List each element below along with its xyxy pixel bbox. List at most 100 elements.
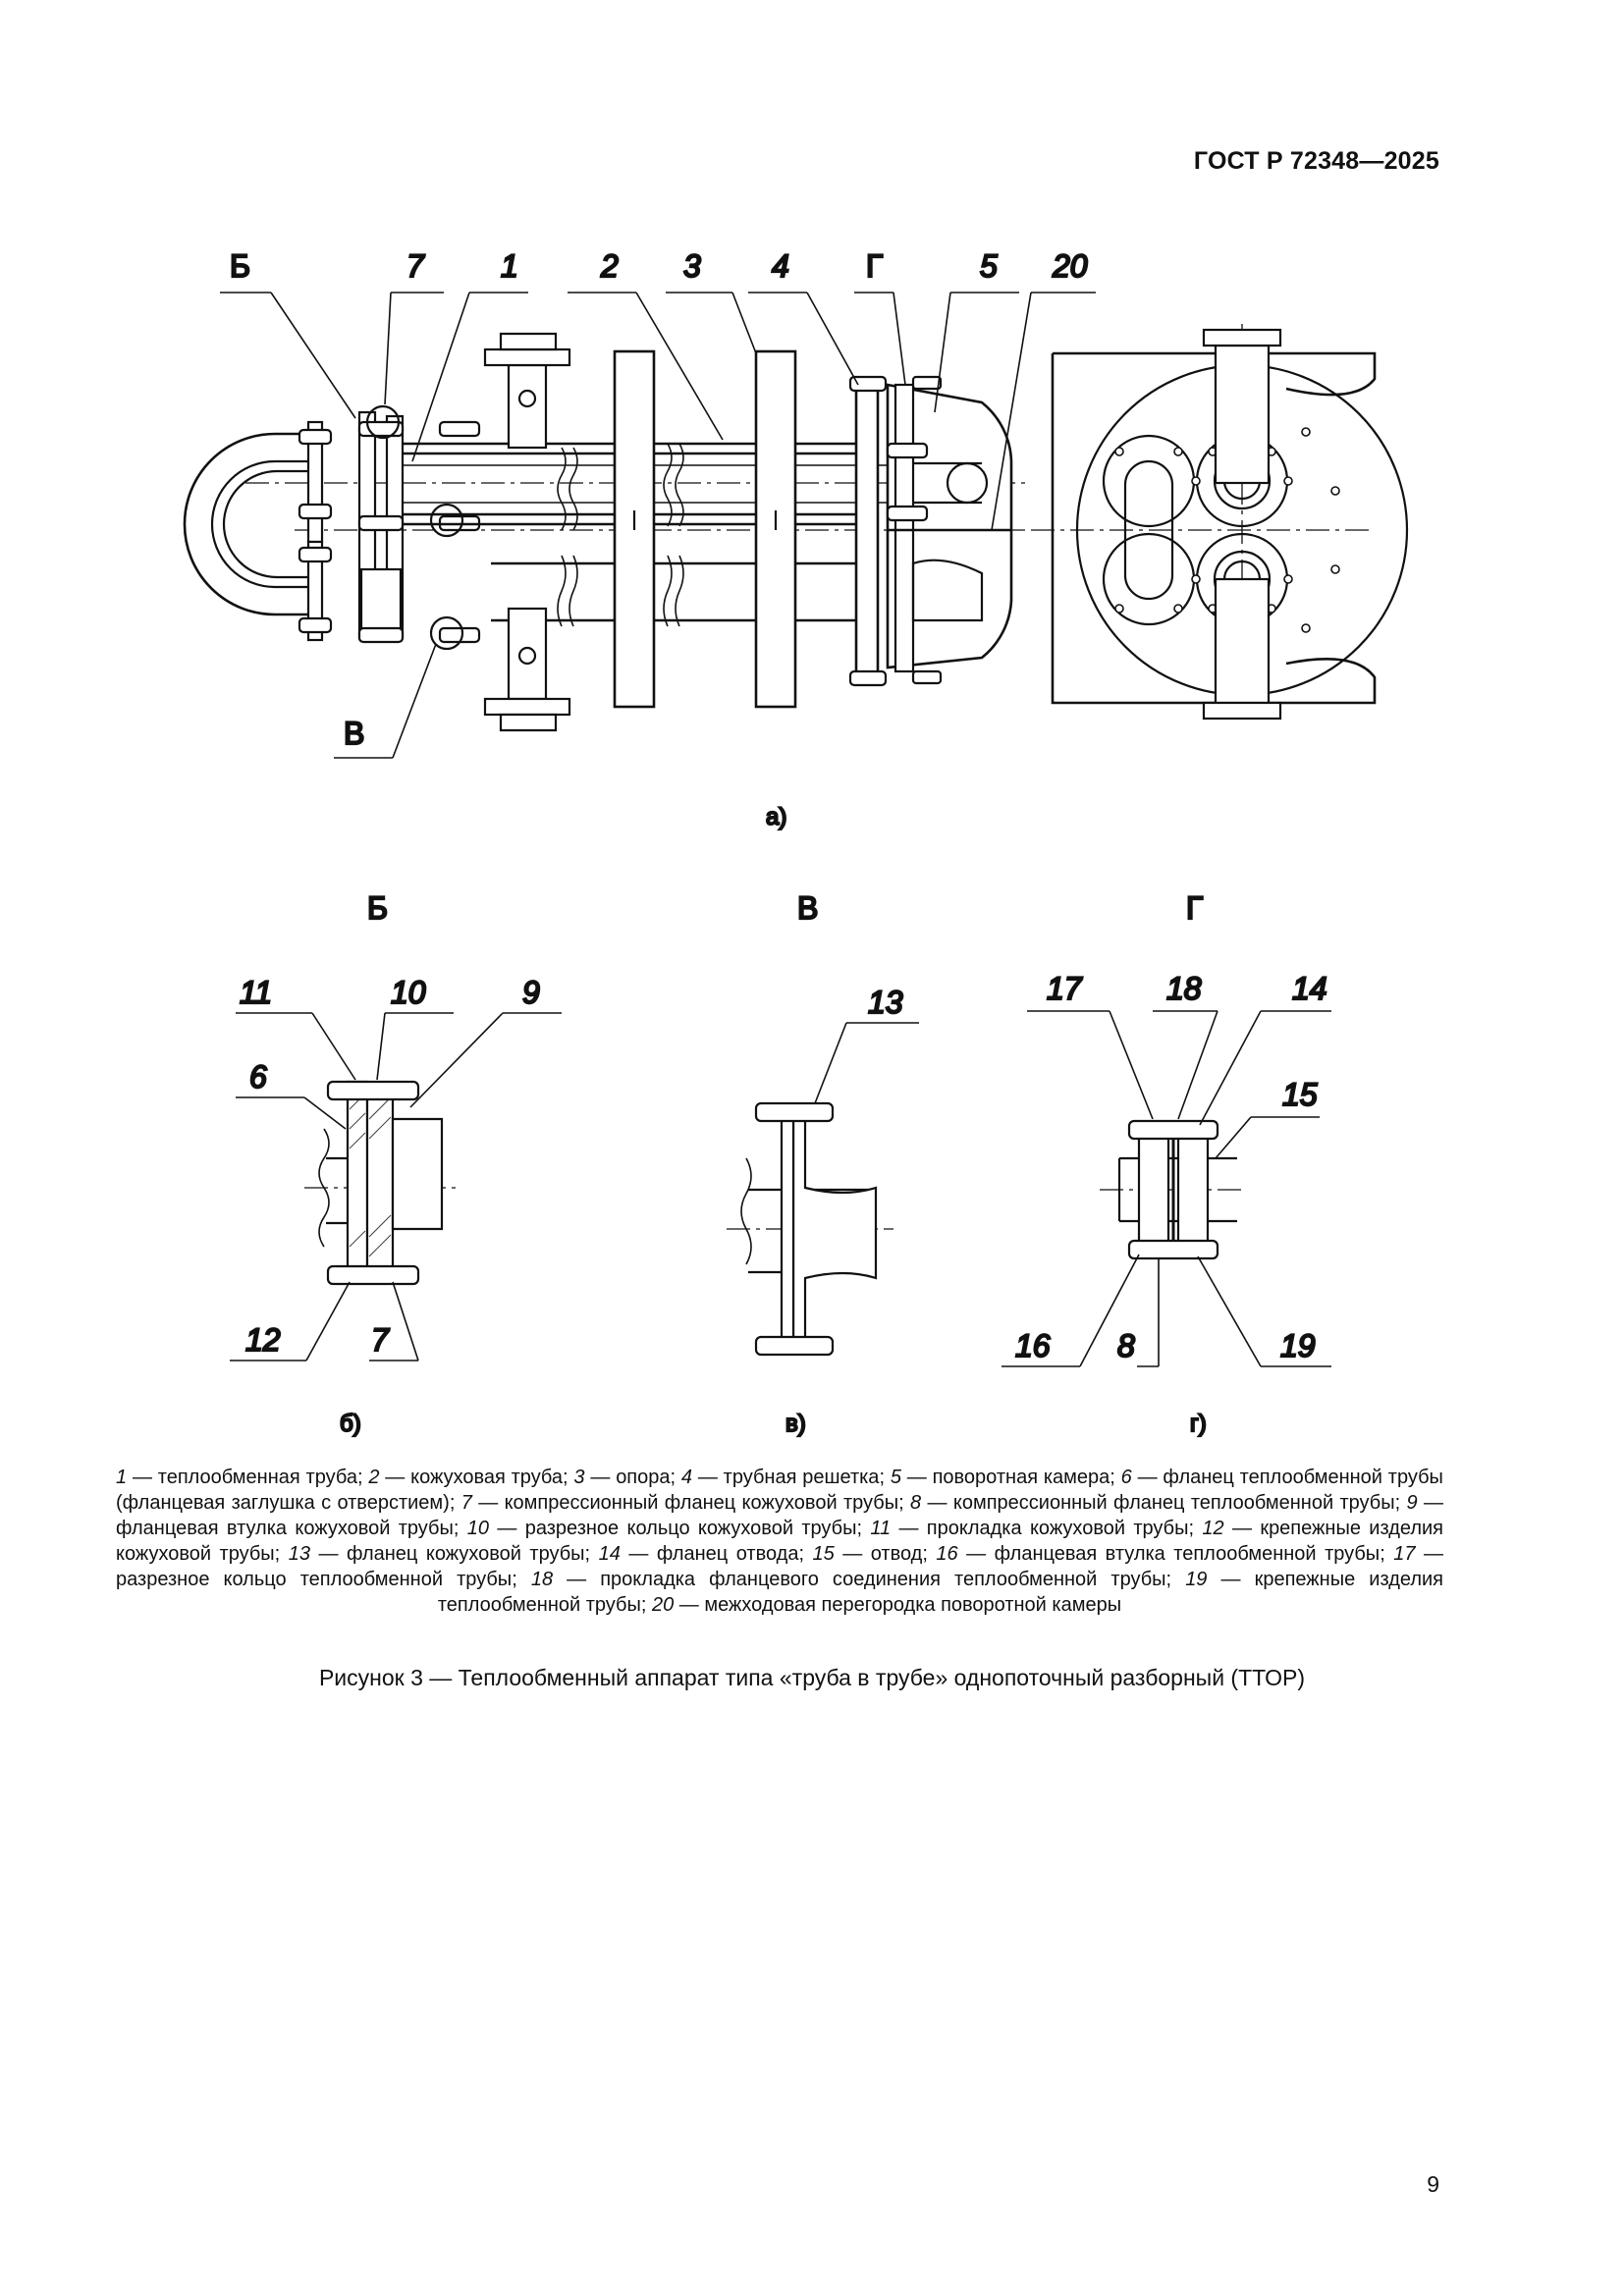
figure-caption: Рисунок 3 — Теплообменный аппарат типа «…	[318, 1665, 1306, 1690]
subfig-g-caption: г)	[1190, 1411, 1207, 1437]
callout-4: 4	[772, 248, 789, 284]
legend-number: 5	[890, 1467, 901, 1488]
legend-text: кожуховая труба	[410, 1467, 564, 1488]
detail-title-v: В	[797, 890, 818, 926]
legend-item-9: 9 — фланцевая втулка кожуховой трубы;	[116, 1492, 1444, 1539]
callout-1: 1	[501, 248, 518, 284]
callout-20: 20	[1052, 248, 1088, 284]
label-10: 10	[391, 975, 426, 1010]
legend-text: фланец отвода	[656, 1543, 799, 1565]
label-6: 6	[249, 1059, 267, 1095]
label-13: 13	[868, 985, 903, 1020]
legend-text: компрессионный фланец кожуховой трубы	[504, 1492, 899, 1514]
legend-number: 14	[598, 1543, 621, 1565]
legend-text: компрессионный фланец теплообменной труб…	[952, 1492, 1395, 1514]
legend-item-8: 8 — компрессионный фланец теплообменной …	[910, 1492, 1407, 1514]
callout-2: 2	[600, 248, 619, 284]
detail-title-g: Г	[1186, 890, 1203, 926]
legend-item-18: 18 — прокладка фланцевого соединения теп…	[530, 1569, 1186, 1590]
legend-text: крепежные изделия кожуховой трубы	[116, 1518, 1443, 1565]
label-8: 8	[1117, 1328, 1135, 1363]
label-11: 11	[240, 975, 272, 1010]
legend-number: 9	[1406, 1492, 1418, 1514]
label-17: 17	[1047, 971, 1083, 1006]
legend-text: теплообменная труба	[157, 1467, 357, 1488]
figure-legend: 1 — теплообменная труба; 2 — кожуховая т…	[116, 1465, 1443, 1618]
subfig-a-caption: а)	[766, 804, 786, 830]
legend-number: 4	[680, 1467, 693, 1488]
legend-text: трубная решетка	[723, 1467, 880, 1488]
legend-number: 7	[460, 1492, 472, 1514]
legend-item-10: 10 — разрезное кольцо кожуховой трубы;	[466, 1518, 871, 1539]
callout-5: 5	[980, 248, 998, 284]
legend-item-16: 16 — фланцевая втулка теплообменной труб…	[936, 1543, 1394, 1565]
legend-text: разрезное кольцо теплообменной трубы	[116, 1569, 513, 1590]
label-16: 16	[1015, 1328, 1051, 1363]
legend-item-2: 2 — кожуховая труба;	[368, 1467, 574, 1488]
legend-number: 20	[651, 1594, 675, 1616]
label-9: 9	[522, 975, 540, 1010]
detail-b: Б 11 10 9 6 12 7 б)	[230, 889, 562, 1438]
standard-header: ГОСТ Р 72348—2025	[1193, 147, 1439, 175]
legend-number: 19	[1185, 1569, 1208, 1590]
callout-3: 3	[683, 248, 701, 284]
legend-item-20: 20 — межходовая перегородка поворотной к…	[651, 1594, 1122, 1616]
legend-item-13: 13 — фланец кожуховой трубы;	[288, 1543, 599, 1565]
legend-number: 13	[288, 1543, 310, 1565]
legend-number: 6	[1120, 1467, 1132, 1488]
label-12: 12	[245, 1322, 281, 1358]
label-15: 15	[1282, 1077, 1318, 1112]
legend-number: 12	[1202, 1518, 1224, 1539]
legend-number: 2	[368, 1467, 380, 1488]
legend-number: 8	[910, 1492, 922, 1514]
legend-item-6: 6 — фланец теплообменной трубы (фланцева…	[116, 1467, 1443, 1514]
legend-item-14: 14 — фланец отвода;	[598, 1543, 813, 1565]
legend-item-19: 19 — крепежные изделия теплообменной тру…	[437, 1569, 1443, 1616]
callout-B: Б	[230, 248, 250, 284]
page-number: 9	[1427, 2171, 1439, 2197]
legend-number: 18	[530, 1569, 554, 1590]
legend-text: прокладка кожуховой трубы	[926, 1518, 1189, 1539]
legend-item-17: 17 — разрезное кольцо теплообменной труб…	[116, 1543, 1443, 1590]
legend-text: крепежные изделия теплообменной трубы	[437, 1569, 1443, 1616]
label-18: 18	[1166, 971, 1202, 1006]
detail-title-b: Б	[367, 890, 388, 926]
legend-text: фланцевая втулка кожуховой трубы	[116, 1518, 454, 1539]
legend-number: 17	[1393, 1543, 1416, 1565]
label-7: 7	[371, 1322, 390, 1358]
callout-V: В	[344, 716, 364, 751]
legend-item-7: 7 — компрессионный фланец кожуховой труб…	[460, 1492, 911, 1514]
legend-text: опора	[616, 1467, 671, 1488]
legend-item-11: 11 — прокладка кожуховой трубы;	[870, 1518, 1203, 1539]
legend-item-5: 5 — поворотная камера;	[890, 1467, 1121, 1488]
legend-number: 10	[466, 1518, 490, 1539]
label-14: 14	[1292, 971, 1327, 1006]
technical-drawing: Б 7 1 2 3 4 Г 5 20 В а) Б	[183, 247, 1409, 1438]
label-19: 19	[1280, 1328, 1316, 1363]
legend-item-15: 15 — отвод;	[812, 1543, 937, 1565]
legend-text: межходовая перегородка поворотной камеры	[704, 1594, 1122, 1616]
legend-item-12: 12 — крепежные изделия кожуховой трубы;	[116, 1518, 1443, 1565]
main-view-a	[183, 324, 1409, 732]
legend-number: 16	[936, 1543, 958, 1565]
legend-text: разрезное кольцо кожуховой трубы	[524, 1518, 857, 1539]
legend-item-3: 3 — опора;	[573, 1467, 681, 1488]
subfig-b-caption: б)	[340, 1411, 361, 1437]
legend-item-1: 1 — теплообменная труба;	[116, 1467, 369, 1488]
legend-text: фланец теплообменной трубы (фланцевая за…	[116, 1467, 1443, 1514]
legend-number: 1	[116, 1467, 128, 1488]
legend-item-4: 4 — трубная решетка;	[680, 1467, 891, 1488]
detail-g: Г 17 18 14 15 16 8 19 г)	[1001, 889, 1331, 1438]
callout-7: 7	[406, 248, 425, 284]
legend-text: поворотная камера	[932, 1467, 1110, 1488]
legend-text: отвод	[870, 1543, 923, 1565]
legend-text: прокладка фланцевого соединения теплообм…	[600, 1569, 1166, 1590]
legend-number: 15	[812, 1543, 835, 1565]
callout-G: Г	[866, 248, 883, 284]
subfig-v-caption: в)	[785, 1411, 806, 1437]
detail-v: В 13 в)	[727, 889, 919, 1438]
legend-number: 11	[870, 1518, 892, 1539]
legend-text: фланцевая втулка теплообменной трубы	[994, 1543, 1380, 1565]
legend-number: 3	[573, 1467, 585, 1488]
legend-text: фланец кожуховой трубы	[346, 1543, 585, 1565]
